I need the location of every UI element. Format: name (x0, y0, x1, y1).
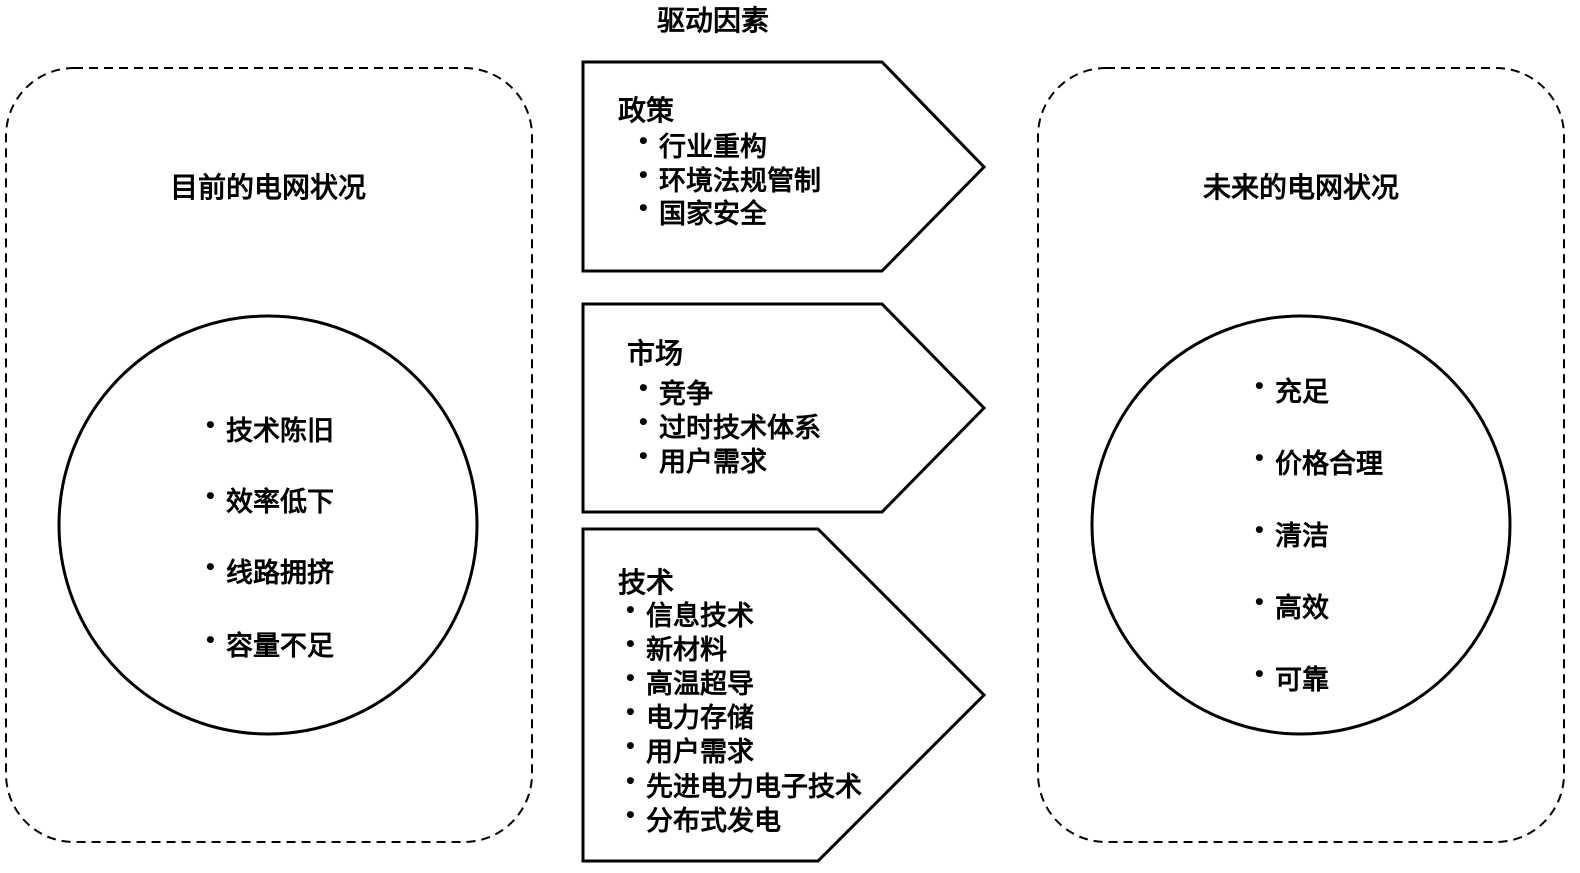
drivers-header: 驱动因素 (657, 4, 769, 37)
driver-arrow-shape (581, 60, 987, 273)
future-grid-item: • 价格合理 (1253, 446, 1383, 480)
current-grid-panel (5, 67, 533, 843)
driver-item-label: 用户需求 (659, 446, 767, 478)
bullet-icon: • (624, 632, 637, 656)
bullet-icon: • (637, 129, 650, 153)
future-grid-item-label: 充足 (1275, 376, 1329, 408)
driver-item-label: 环境法规管制 (659, 166, 821, 197)
bullet-icon: • (1253, 662, 1266, 686)
driver-market: 市场 • 竞争 • 过时技术体系 • 用户需求 (581, 302, 987, 514)
bullet-icon: • (1253, 374, 1266, 398)
driver-item-label: 电力存储 (646, 703, 754, 734)
current-grid-title: 目前的电网状况 (170, 171, 366, 204)
future-grid-circle (1090, 314, 1512, 736)
driver-item-label: 新材料 (646, 634, 727, 666)
current-grid-circle (57, 314, 479, 736)
bullet-icon: • (624, 769, 637, 793)
bullet-icon: • (204, 484, 217, 508)
bullet-icon: • (204, 413, 217, 437)
bullet-icon: • (624, 700, 637, 724)
current-grid-item-label: 容量不足 (226, 630, 334, 662)
bullet-icon: • (1253, 446, 1266, 470)
future-grid-item: • 清洁 (1253, 518, 1329, 552)
future-grid-title: 未来的电网状况 (1203, 171, 1399, 204)
bullet-icon: • (624, 803, 637, 827)
driver-item-label: 行业重构 (658, 131, 767, 163)
bullet-icon: • (637, 410, 650, 434)
future-grid-item-label: 价格合理 (1275, 448, 1383, 480)
current-grid-item: • 容量不足 (204, 628, 334, 662)
driver-item-label: 高温超导 (646, 668, 754, 700)
future-grid-item-label: 清洁 (1275, 521, 1329, 552)
driver-title: 政策 (618, 94, 674, 127)
driver-title: 市场 (627, 337, 683, 370)
future-grid-item-label: 可靠 (1275, 665, 1329, 696)
driver-arrow-shape (581, 527, 987, 863)
future-grid-item: • 可靠 (1253, 662, 1329, 696)
current-grid-item-label: 效率低下 (226, 486, 334, 518)
current-grid-item: • 线路拥挤 (204, 555, 335, 589)
future-grid-item: • 高效 (1253, 590, 1329, 624)
driver-item-label: 分布式发电 (646, 805, 781, 837)
driver-item-label: 用户需求 (646, 736, 754, 768)
bullet-icon: • (624, 666, 637, 690)
bullet-icon: • (624, 598, 637, 622)
current-grid-item: • 效率低下 (204, 484, 334, 518)
driver-technology: 技术 • 信息技术 • 新材料 • 高温超导 • 电力存储 • 用户需求 • 先… (581, 527, 987, 863)
future-grid-panel (1037, 67, 1565, 843)
driver-arrow-shape (581, 302, 987, 514)
bullet-icon: • (204, 628, 217, 652)
driver-item-label: 国家安全 (659, 198, 768, 230)
driver-item-label: 信息技术 (646, 600, 754, 632)
bullet-icon: • (637, 163, 650, 187)
bullet-icon: • (1253, 590, 1266, 614)
driver-item-label: 先进电力电子技术 (646, 772, 862, 803)
driver-policy: 政策 • 行业重构 • 环境法规管制 • 国家安全 (581, 60, 987, 273)
bullet-icon: • (204, 555, 217, 579)
bullet-icon: • (637, 376, 650, 400)
bullet-icon: • (1253, 518, 1266, 542)
current-grid-item-label: 技术陈旧 (226, 415, 334, 447)
bullet-icon: • (637, 444, 650, 468)
bullet-icon: • (637, 196, 650, 220)
current-grid-item: • 技术陈旧 (204, 413, 334, 447)
driver-item-label: 过时技术体系 (659, 413, 821, 444)
driver-title: 技术 (618, 566, 674, 599)
future-grid-item-label: 高效 (1275, 592, 1329, 624)
current-grid-item-label: 线路拥挤 (226, 557, 335, 589)
bullet-icon: • (624, 734, 637, 758)
driver-item-label: 竞争 (659, 378, 713, 410)
future-grid-item: • 充足 (1253, 374, 1329, 408)
